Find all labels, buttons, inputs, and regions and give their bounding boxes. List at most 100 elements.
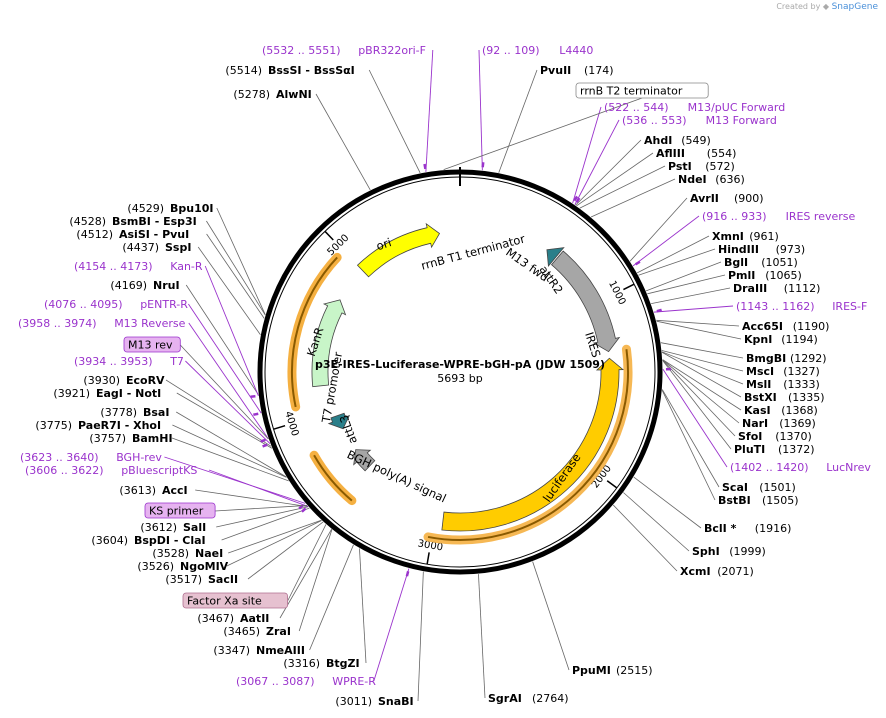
site-btgzi[interactable]: BtgZI(3316) [283,657,359,670]
leader-line [185,284,259,395]
site-position: (4169) [110,279,147,292]
box-background [182,592,288,609]
site-name: PmlI [728,269,755,282]
site-sacii[interactable]: SacII (3517) [165,573,238,586]
primer-mark [250,394,256,399]
site-psti[interactable]: PstI(572) [668,160,735,173]
feature-attl3 [327,412,351,430]
site-ahdi[interactable]: AhdI(549) [644,134,711,147]
site-asisi-pvui[interactable]: AsiSI - PvuI(4512) [76,228,189,241]
site-msli[interactable]: MslI(1333) [746,378,820,391]
site-position: (3011) [335,695,372,708]
site-bcli-[interactable]: BclI *(1916) [704,522,791,535]
site-name: NruI [153,279,180,292]
site-ppumi[interactable]: PpuMI(2515) [572,664,653,677]
leader-line [228,519,322,554]
box-factor-xa-site[interactable]: Factor Xa site [182,592,288,609]
primer-t7[interactable]: (3934 .. 3953)T7 [74,355,184,368]
leader-line [417,571,424,702]
site-scai[interactable]: ScaI(1501) [722,481,796,494]
primer-ires-f[interactable]: (1143 .. 1162)IRES-F [736,300,867,313]
primer-bgh-rev[interactable]: (3623 .. 3640)BGH-rev [20,451,162,464]
leader-line [172,424,287,478]
site-name: SnaBI [378,695,414,708]
primer-pentr-r[interactable]: (4076 .. 4095)pENTR-R [44,298,188,311]
site-avrii[interactable]: AvrII(900) [690,192,764,205]
primer-range: (916 .. 933) [702,210,767,223]
site-hindiii[interactable]: HindIII(973) [718,243,805,256]
primer-m13-reverse[interactable]: (3958 .. 3974)M13 Reverse [18,317,186,330]
site-kasi[interactable]: KasI(1368) [744,404,818,417]
leader-line [590,178,676,218]
site-nmeaiii[interactable]: NmeAIII(3347) [213,644,305,657]
site-position: (1370) [775,430,812,443]
primer-pbluescriptks[interactable]: (3606 .. 3622)pBluescriptKS [25,464,197,477]
box-rrnb-t2-terminator[interactable]: rrnB T2 terminator [575,82,709,99]
site-aatii[interactable]: AatII(3467) [197,612,269,625]
site-bamhi[interactable]: BamHI(3757) [89,432,172,445]
site-draiii[interactable]: DraIII(1112) [733,282,820,295]
leader-line [478,574,486,699]
site-paer7i-xhoi[interactable]: PaeR7I - XhoI(3775) [35,419,161,432]
site-position: (3528) [152,547,189,560]
primer-ires-reverse[interactable]: (916 .. 933)IRES reverse [702,210,855,223]
site-bgli[interactable]: BglI(1051) [724,256,798,269]
primer-kan-r[interactable]: (4154 .. 4173)Kan-R [74,260,203,273]
site-name: SacII [208,573,238,586]
site-bspdi-clai[interactable]: BspDI - ClaI(3604) [91,534,205,547]
site-zrai[interactable]: ZraI(3465) [223,625,291,638]
site-acci[interactable]: AccI(3613) [119,484,187,497]
site-name: MslI [746,378,771,391]
site-snabi[interactable]: SnaBI (3011) [335,695,413,708]
box-ks-primer[interactable]: KS primer [144,502,216,519]
site-afliii[interactable]: AflIII(554) [656,147,736,160]
site-name: ZraI [266,625,291,638]
site-pmli[interactable]: PmlI(1065) [728,269,802,282]
site-ngomiv[interactable]: NgoMIV(3526) [137,560,228,573]
scale-tick-label: 1000 [606,279,627,307]
site-sfoi[interactable]: SfoI(1370) [738,430,812,443]
leader-line [359,548,367,664]
site-eagi-noti[interactable]: EagI - NotI(3921) [53,387,161,400]
site-bstxi[interactable]: BstXI(1335) [744,391,825,404]
primer-mark [423,163,427,170]
primer-pbr322ori-f[interactable]: (5532 .. 5551)pBR322ori-F [262,44,426,57]
snapgene-credit: Created by ◆ SnapGene [776,2,878,12]
box-m13-rev[interactable]: M13 rev [123,336,181,353]
site-nrui[interactable]: NruI (4169) [110,279,179,292]
site-msci[interactable]: MscI(1327) [746,365,820,378]
site-alwni[interactable]: AlwNI(5278) [233,88,311,101]
site-naei[interactable]: NaeI(3528) [152,547,223,560]
primer-lucnrev[interactable]: (1402 .. 1420)LucNrev [730,461,871,474]
site-sali[interactable]: SalI(3612) [140,521,206,534]
site-kpni[interactable]: KpnI(1194) [744,333,818,346]
site-xmni[interactable]: XmnI(961) [712,230,779,243]
site-bsai[interactable]: BsaI(3778) [100,406,169,419]
site-sphi[interactable]: SphI(1999) [692,545,766,558]
site-name: NmeAIII [256,644,305,657]
site-acc65i[interactable]: Acc65I(1190) [742,320,829,333]
primer-wpre-r[interactable]: (3067 .. 3087)WPRE-R [236,675,376,688]
site-xcmi[interactable]: XcmI(2071) [680,565,754,578]
site-bsssi-bsss-i[interactable]: BssSI - BssSαI(5514) [225,64,354,77]
leader-line [662,359,736,437]
site-ecorv[interactable]: EcoRV(3930) [83,374,165,387]
site-pluti[interactable]: PluTI(1372) [734,443,815,456]
primer-m13-puc-forward[interactable]: (522 .. 544)M13/pUC Forward [604,101,785,114]
primer-m13-forward[interactable]: (536 .. 553)M13 Forward [622,114,777,127]
site-bmgbi[interactable]: BmgBI(1292) [746,352,827,365]
site-ndei[interactable]: NdeI(636) [678,173,745,186]
site-bpu10i[interactable]: Bpu10I(4529) [127,202,213,215]
site-bstbi[interactable]: BstBI(1505) [718,494,799,507]
site-sgrai[interactable]: SgrAI(2764) [488,692,569,705]
site-position: (549) [681,134,711,147]
site-position: (3517) [165,573,202,586]
site-position: (3778) [100,406,137,419]
site-sspi[interactable]: SspI(4437) [122,241,191,254]
site-nari[interactable]: NarI(1369) [742,417,816,430]
primer-name: M13 Forward [706,114,777,127]
site-bsmbi-esp3i[interactable]: BsmBI - Esp3I(4528) [69,215,196,228]
site-position: (1292) [790,352,827,365]
site-pvuii[interactable]: PvuII(174) [540,64,614,77]
primer-l4440[interactable]: (92 .. 109)L4440 [482,44,593,57]
